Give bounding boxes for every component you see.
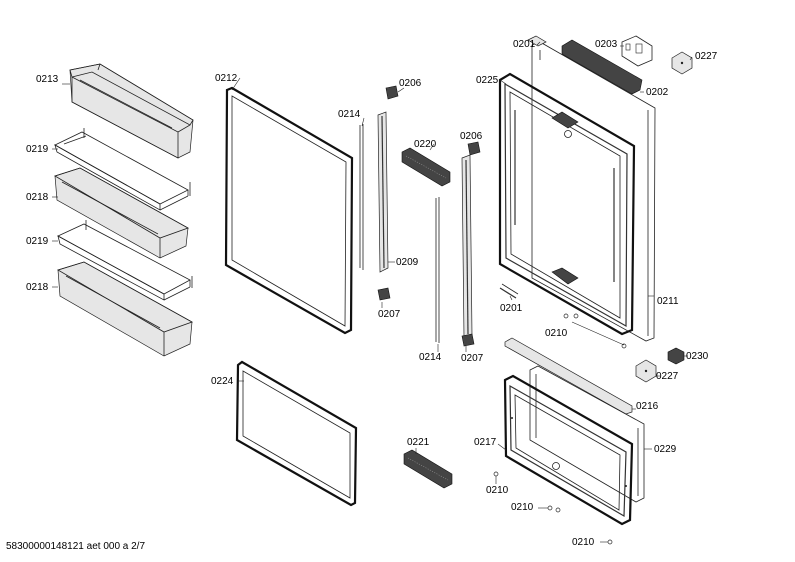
label-0214-upper: 0214 [338, 109, 361, 120]
label-0227-upper: 0227 [695, 51, 718, 62]
screws-0210-upper [563, 313, 627, 349]
label-0220: 0220 [414, 139, 437, 150]
bracket-0227-lower [635, 359, 657, 383]
door-frame-0229 [529, 365, 645, 503]
cap-0206-upper [385, 85, 405, 100]
label-0206-lower: 0206 [460, 131, 483, 142]
top-rail-0202 [561, 39, 643, 95]
bracket-0201-lower [499, 283, 519, 299]
label-0225: 0225 [476, 75, 499, 86]
label-0201-lower: 0201 [500, 303, 523, 314]
screws-0210-lower [493, 471, 613, 545]
door-shelf-0219-lower [57, 220, 193, 301]
label-0202: 0202 [646, 87, 669, 98]
label-0209: 0209 [396, 257, 419, 268]
label-0210-left: 0210 [486, 485, 509, 496]
door-panel-0217 [503, 374, 634, 526]
label-0207-lower: 0207 [461, 353, 484, 364]
label-0213: 0213 [36, 74, 59, 85]
drawing-reference: 58300000148121 aet 000 a 2/7 [6, 541, 146, 552]
side-strip-0214-lower [435, 197, 440, 343]
label-0211: 0211 [657, 296, 679, 307]
handle-0209-lower [461, 154, 473, 339]
sensor-0203 [621, 35, 653, 67]
label-0230: 0230 [686, 351, 709, 362]
cap-0206-lower [467, 141, 481, 156]
label-0212: 0212 [215, 73, 238, 84]
door-shelf-0219-upper [54, 128, 191, 211]
door-shelf-0213 [69, 63, 194, 159]
leader-lines [52, 41, 693, 509]
cap-0207-upper [377, 287, 391, 301]
label-0216: 0216 [636, 401, 659, 412]
side-strip-0214-upper [359, 124, 364, 270]
label-0219-lower: 0219 [26, 236, 49, 247]
label-0224: 0224 [211, 376, 234, 387]
hinge-0230 [667, 347, 685, 365]
door-gasket-0224 [235, 360, 358, 507]
label-0206-upper: 0206 [399, 78, 422, 89]
door-shelf-0218-lower [57, 261, 193, 357]
label-0227-lower: 0227 [656, 371, 679, 382]
label-0218-lower: 0218 [26, 282, 49, 293]
label-0218-upper: 0218 [26, 192, 49, 203]
label-0219-upper: 0219 [26, 144, 49, 155]
door-gasket-0212 [224, 86, 354, 335]
bracket-0227-upper [671, 51, 693, 75]
label-0203: 0203 [595, 39, 618, 50]
seal-strip-0216 [504, 337, 633, 415]
label-0214-lower: 0214 [419, 352, 442, 363]
door-shelf-0218-upper [54, 167, 189, 259]
door-panel-0225 [498, 72, 636, 336]
label-0229: 0229 [654, 444, 677, 455]
label-0210-corner: 0210 [572, 537, 595, 548]
label-0210-upper: 0210 [545, 328, 568, 339]
bracket-0201-upper [527, 35, 547, 47]
label-0217: 0217 [474, 437, 497, 448]
label-0210-bottom: 0210 [511, 502, 534, 513]
trim-0221 [403, 449, 453, 489]
label-0201-upper: 0201 [513, 39, 536, 50]
cap-0207-lower [461, 333, 475, 347]
handle-0209 [377, 111, 389, 273]
trim-0220 [401, 147, 451, 187]
label-0207-upper: 0207 [378, 309, 401, 320]
label-0221: 0221 [407, 437, 430, 448]
